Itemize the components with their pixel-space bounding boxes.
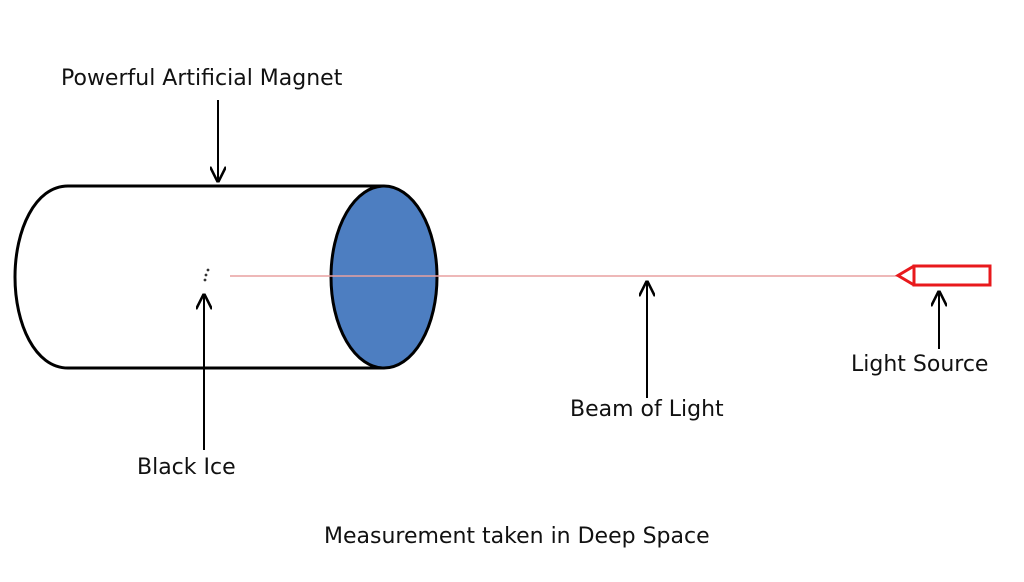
- magnet-label: Powerful Artificial Magnet: [61, 66, 343, 91]
- light-source-label: Light Source: [851, 352, 989, 377]
- light-source-shape: [895, 264, 992, 287]
- light-source-tip: [895, 264, 915, 287]
- black-ice-label: Black Ice: [137, 455, 236, 480]
- magnet-cylinder: [13, 184, 439, 370]
- magnet-body-outline: [13, 184, 384, 370]
- black-ice-specks: [203, 268, 210, 282]
- light-source-body: [912, 264, 992, 287]
- diagram-caption: Measurement taken in Deep Space: [324, 524, 710, 549]
- magnet-end-face: [329, 184, 439, 370]
- beam-label: Beam of Light: [570, 397, 724, 422]
